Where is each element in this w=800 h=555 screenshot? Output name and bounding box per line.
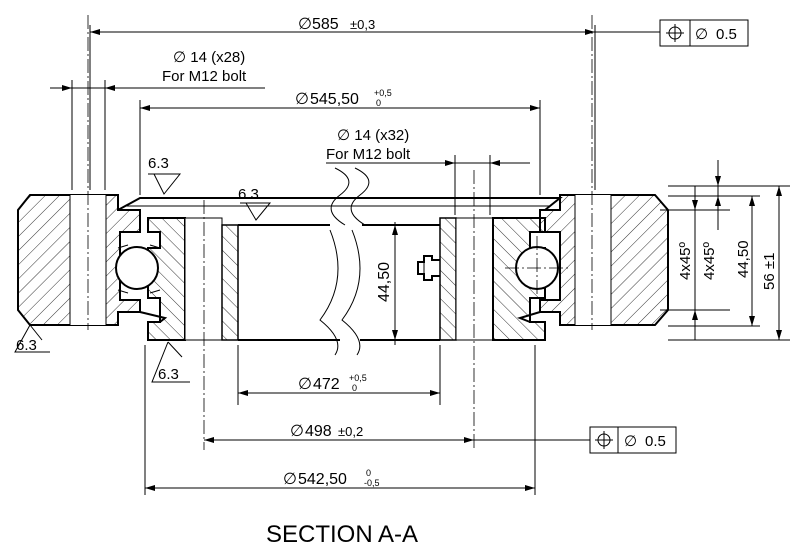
roughness-top-left: 6.3 xyxy=(148,155,182,195)
roughness-4-value: 6.3 xyxy=(158,366,179,383)
dim-472-symbol: ∅ xyxy=(298,376,312,393)
dim-542-tol-lower: -0,5 xyxy=(364,478,380,488)
dim-545-tol-upper: +0,5 xyxy=(374,88,392,98)
dim-585-tol: ±0,3 xyxy=(350,17,375,32)
pos-tol-top-value: 0.5 xyxy=(716,26,737,43)
grease-nipple xyxy=(417,255,440,281)
dim-chamfer-2: 4x45º xyxy=(701,160,721,280)
dim-585-value: 585 xyxy=(312,16,339,33)
dim-545: ∅ 545,50 +0,5 0 xyxy=(140,88,540,111)
dim-498-value: 498 xyxy=(305,423,332,440)
dim-585-symbol: ∅ xyxy=(298,16,312,33)
dim-472-value: 472 xyxy=(313,376,340,393)
extension-lines xyxy=(71,25,790,495)
position-tolerance-bottom: ∅ 0.5 xyxy=(589,426,677,454)
inner-holes-callout: ∅ 14 (x32) For M12 bolt xyxy=(326,127,530,166)
pos-tol-bottom-diameter: ∅ xyxy=(624,433,637,450)
dim-472-tol-lower: 0 xyxy=(352,383,357,393)
dim-472-tol-upper: +0,5 xyxy=(349,373,367,383)
dim-44-inner-value: 44,50 xyxy=(376,262,393,302)
chamfer-1-value: 4x45º xyxy=(677,241,694,280)
pos-tol-top-diameter: ∅ xyxy=(695,26,708,43)
top-seal-plate xyxy=(117,197,563,323)
dim-542: ∅ 542,50 0 -0,5 xyxy=(145,468,535,491)
roughness-bottom-left: 6.3 xyxy=(14,324,50,354)
inner-holes-line1: ∅ 14 (x32) xyxy=(337,127,409,144)
ball-left xyxy=(115,244,161,294)
roughness-bottom-inner: 6.3 xyxy=(151,341,190,383)
ball-right xyxy=(505,236,570,300)
dim-542-tol-upper: 0 xyxy=(366,468,371,478)
dim-585: ∅ 585 ±0,3 xyxy=(90,16,660,35)
dim-56-value: 56 ±1 xyxy=(761,253,778,290)
pos-tol-bottom-value: 0.5 xyxy=(645,433,666,450)
roughness-2-value: 6.3 xyxy=(238,186,259,203)
dim-542-symbol: ∅ xyxy=(283,471,297,488)
dim-498: ∅ 498 ±0,2 xyxy=(204,423,590,443)
roughness-top-middle: 6.3 xyxy=(238,186,272,221)
dim-44-inner: 44,50 xyxy=(376,225,398,340)
dim-545-tol-lower: 0 xyxy=(376,98,381,108)
roughness-3-value: 6.3 xyxy=(16,337,37,354)
outer-ring-right xyxy=(539,194,669,326)
outer-holes-line2: For M12 bolt xyxy=(162,68,247,85)
outer-holes-callout: ∅ 14 (x28) For M12 bolt xyxy=(50,49,265,91)
dim-542-value: 542,50 xyxy=(298,471,347,488)
dim-472: ∅ 472 +0,5 0 xyxy=(238,373,440,396)
section-title: SECTION A-A xyxy=(266,521,418,548)
dim-545-value: 545,50 xyxy=(310,91,359,108)
chamfer-2-value: 4x45º xyxy=(701,241,718,280)
dim-44-right: 44,50 xyxy=(735,196,755,326)
dim-498-symbol: ∅ xyxy=(290,423,304,440)
roughness-1-value: 6.3 xyxy=(148,155,169,172)
center-lines xyxy=(87,15,593,450)
position-tolerance-top: ∅ 0.5 xyxy=(659,19,749,47)
inner-holes-line2: For M12 bolt xyxy=(326,146,411,163)
inner-ring xyxy=(147,167,546,356)
dim-498-tol: ±0,2 xyxy=(338,424,363,439)
outer-holes-line1: ∅ 14 (x28) xyxy=(173,49,245,66)
dim-545-symbol: ∅ xyxy=(295,91,309,108)
dim-56: 56 ±1 xyxy=(761,186,782,340)
dim-44-right-value: 44,50 xyxy=(735,240,752,278)
dim-chamfer-1: 4x45º xyxy=(677,186,698,340)
